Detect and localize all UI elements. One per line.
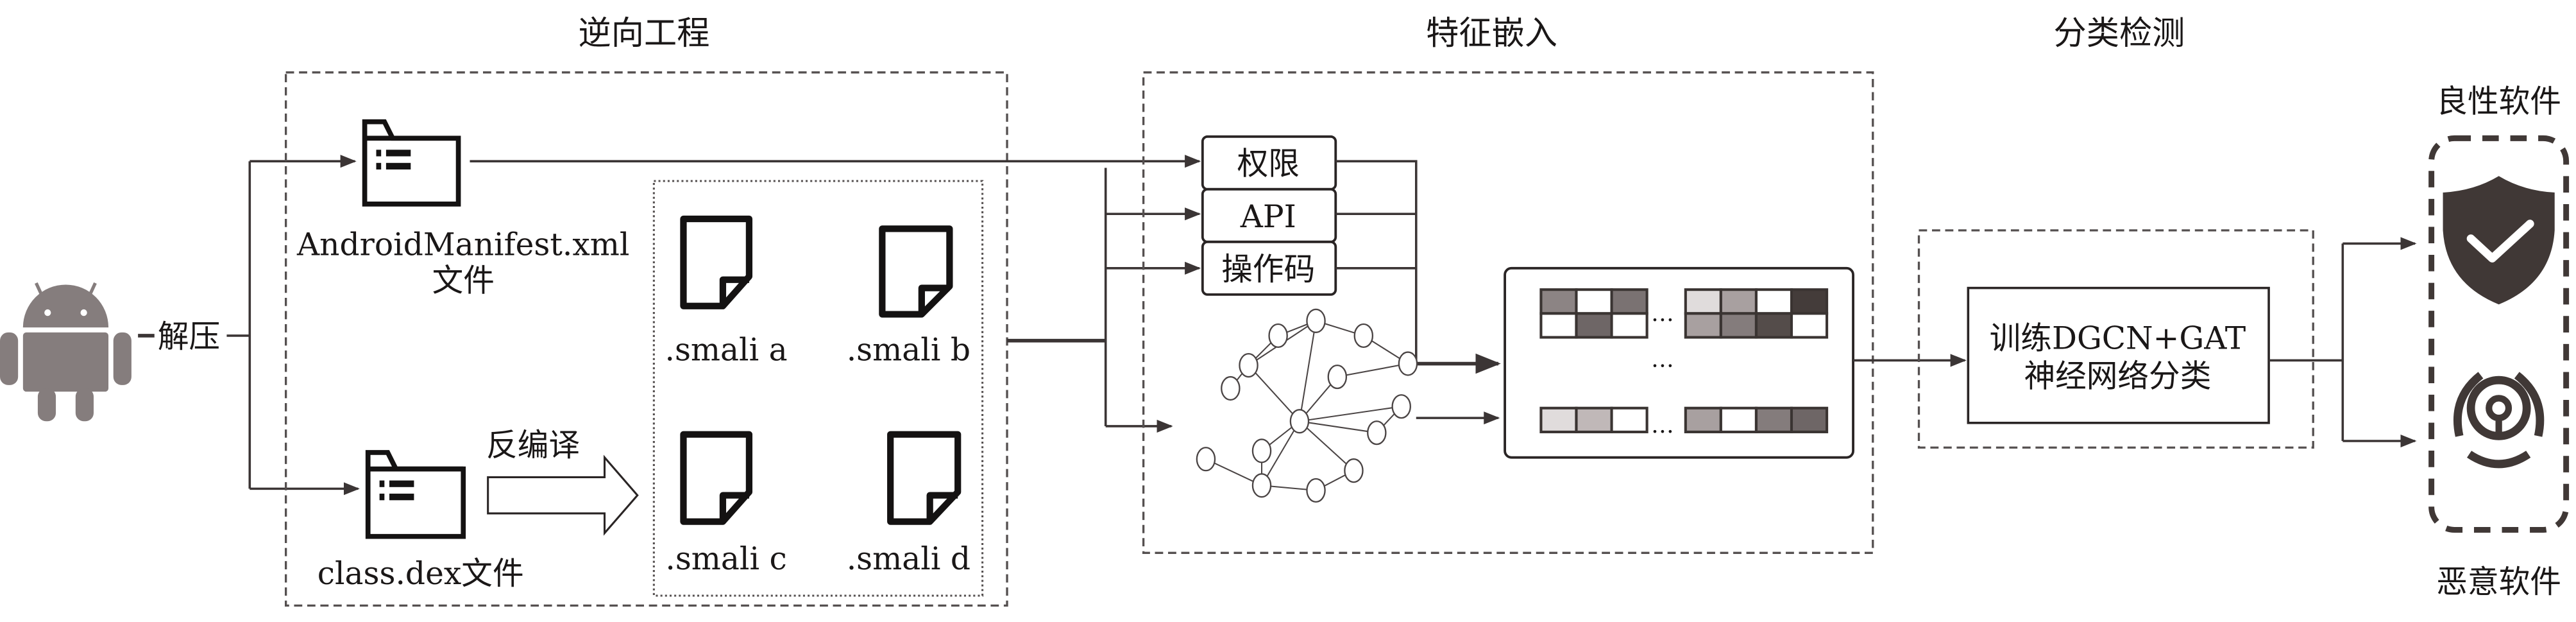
smali-file-icon [680,431,753,525]
manifest-label: AndroidManifest.xml [296,227,629,263]
android-robot-icon [0,282,131,422]
graph-node [1196,447,1216,472]
svg-text:操作码: 操作码 [1221,252,1315,288]
stage-title-reverse-engineering: 逆向工程 [579,14,710,53]
matrix-cell [1684,312,1722,339]
graph-edge [1299,406,1402,422]
dex-file-icon [365,450,466,539]
matrix-ellipsis-rows: … [1651,347,1674,373]
decompile-arrow-icon [487,454,639,536]
smali-files-box [652,180,984,597]
benign-label: 良性软件 [2436,83,2561,119]
smali-label: .smali d [847,541,970,577]
smali-file-icon [879,225,953,318]
feature-api: API [1201,187,1337,243]
graph-node [1289,409,1310,434]
graph-node [1239,352,1258,378]
matrix-cell [1610,312,1648,339]
graph-edge [1261,420,1300,486]
matrix-cell [1610,406,1648,433]
classifier-label-line1: 训练DGCN+GAT [1990,320,2246,356]
stage-title-classification: 分类检测 [2054,14,2185,53]
matrix-ellipsis-row1: … [1651,300,1674,327]
unzip-label: 解压 [158,319,220,355]
manifest-file-icon [362,119,461,207]
svg-text:权限: 权限 [1237,146,1300,182]
decompile-label: 反编译 [486,428,580,463]
embedding-matrix [1539,288,1829,433]
matrix-cell [1790,312,1829,339]
smali-file-icon [680,215,753,309]
matrix-cell [1719,312,1758,339]
graph-edge [1298,320,1317,422]
matrix-cell [1719,288,1758,315]
smali-label: .smali a [665,332,787,368]
smali-file-icon [887,431,962,525]
classifier-box [1967,286,2270,424]
svg-text:API: API [1240,199,1296,235]
graph-node [1306,478,1326,503]
matrix-cell [1790,288,1829,315]
graph-node [1306,308,1326,333]
graph-node [1251,473,1272,498]
graph-edge [1337,363,1409,378]
unzip-branch [226,161,251,489]
dex-label: class.dex文件 [318,556,524,592]
call-graph-icon [1196,308,1418,503]
feature-merge-lines [1335,160,1418,364]
graph-edge [1205,458,1262,487]
graph-node [1353,323,1374,349]
matrix-cell [1575,312,1613,339]
matrix-ellipsis-rowN: … [1651,412,1674,438]
matrix-cell [1539,312,1578,339]
graph-node [1367,420,1387,445]
stage-title-feature-embedding: 特征嵌入 [1426,14,1557,53]
matrix-cell [1719,406,1758,433]
smali-label: .smali c [665,541,786,577]
graph-node [1327,364,1348,390]
matrix-cell [1790,406,1829,433]
manifest-label-suffix: 文件 [432,263,495,299]
graph-node [1221,376,1241,401]
shield-check-icon [2443,176,2555,305]
malicious-label: 恶意软件 [2436,564,2561,600]
classifier-label-line2: 神经网络分类 [2024,358,2211,394]
matrix-cell [1754,312,1793,339]
matrix-cell [1684,406,1722,433]
biohazard-icon [2453,372,2545,469]
graph-node [1251,438,1272,463]
graph-node [1268,323,1288,349]
graph-node [1391,394,1411,419]
matrix-cell [1539,406,1578,433]
graph-edge [1299,420,1377,434]
feature-opcode: 操作码 [1201,240,1337,296]
matrix-cell [1575,288,1613,315]
feature-permission: 权限 [1201,135,1337,191]
output-branch [2269,243,2344,442]
graph-edge [1248,365,1300,422]
graph-node [1398,351,1418,376]
matrix-cell [1610,288,1648,315]
matrix-cell [1575,406,1613,433]
output-box [2428,135,2570,533]
matrix-cell [1754,288,1793,315]
matrix-cell [1539,288,1578,315]
graph-node [1344,458,1364,483]
matrix-cell [1754,406,1793,433]
smali-label: .smali b [847,332,970,368]
graph-edge [1299,420,1355,471]
matrix-cell [1684,288,1722,315]
classification-box [1917,229,2314,449]
